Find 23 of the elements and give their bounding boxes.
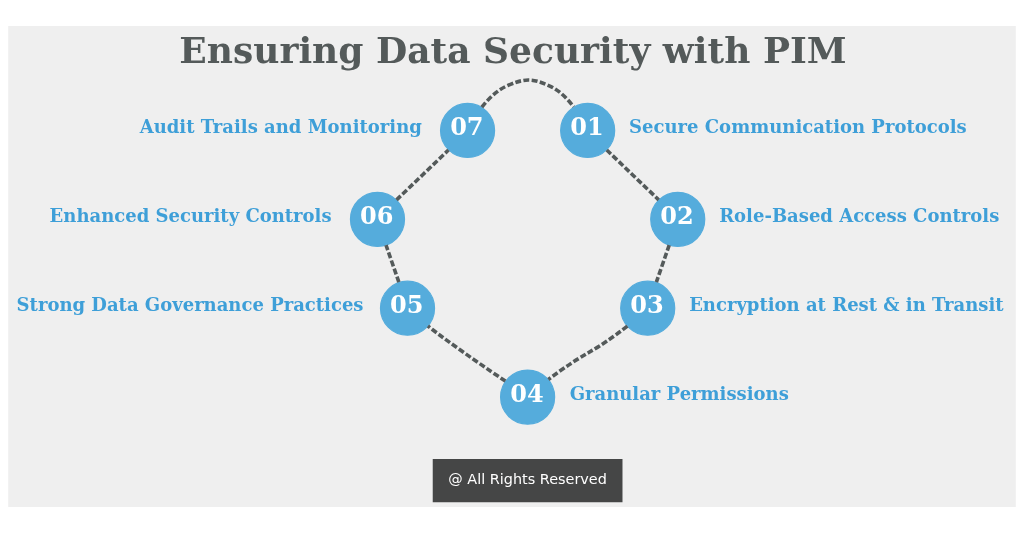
- node-label: Granular Permissions: [569, 383, 789, 405]
- connector: [547, 324, 629, 381]
- node-label: Secure Communication Protocols: [629, 116, 967, 138]
- label: @ All Rights Reserved: [448, 471, 607, 488]
- node-label: Enhanced Security Controls: [49, 205, 332, 227]
- node-circle: 07: [439, 102, 496, 159]
- connector: [426, 324, 507, 383]
- connector: [480, 78, 576, 109]
- node-circle: 02: [650, 191, 706, 247]
- connector: [395, 148, 450, 202]
- connector: [384, 244, 401, 283]
- node-circle: 05: [379, 280, 436, 336]
- node-label: Audit Trails and Monitoring: [139, 116, 422, 138]
- node-label: Strong Data Governance Practices: [16, 294, 364, 316]
- node-label: Encryption at Rest & in Transit: [689, 294, 1004, 316]
- node-circle: 03: [620, 280, 676, 336]
- connector: [605, 148, 660, 202]
- connector: [654, 244, 671, 283]
- node-circle: 01: [560, 102, 616, 159]
- node-label: Role-Based Access Controls: [719, 205, 1000, 227]
- node-circle: 04: [500, 369, 556, 425]
- node-circle: 06: [349, 191, 406, 247]
- diagram-title: Ensuring Data Security with PIM: [179, 29, 847, 72]
